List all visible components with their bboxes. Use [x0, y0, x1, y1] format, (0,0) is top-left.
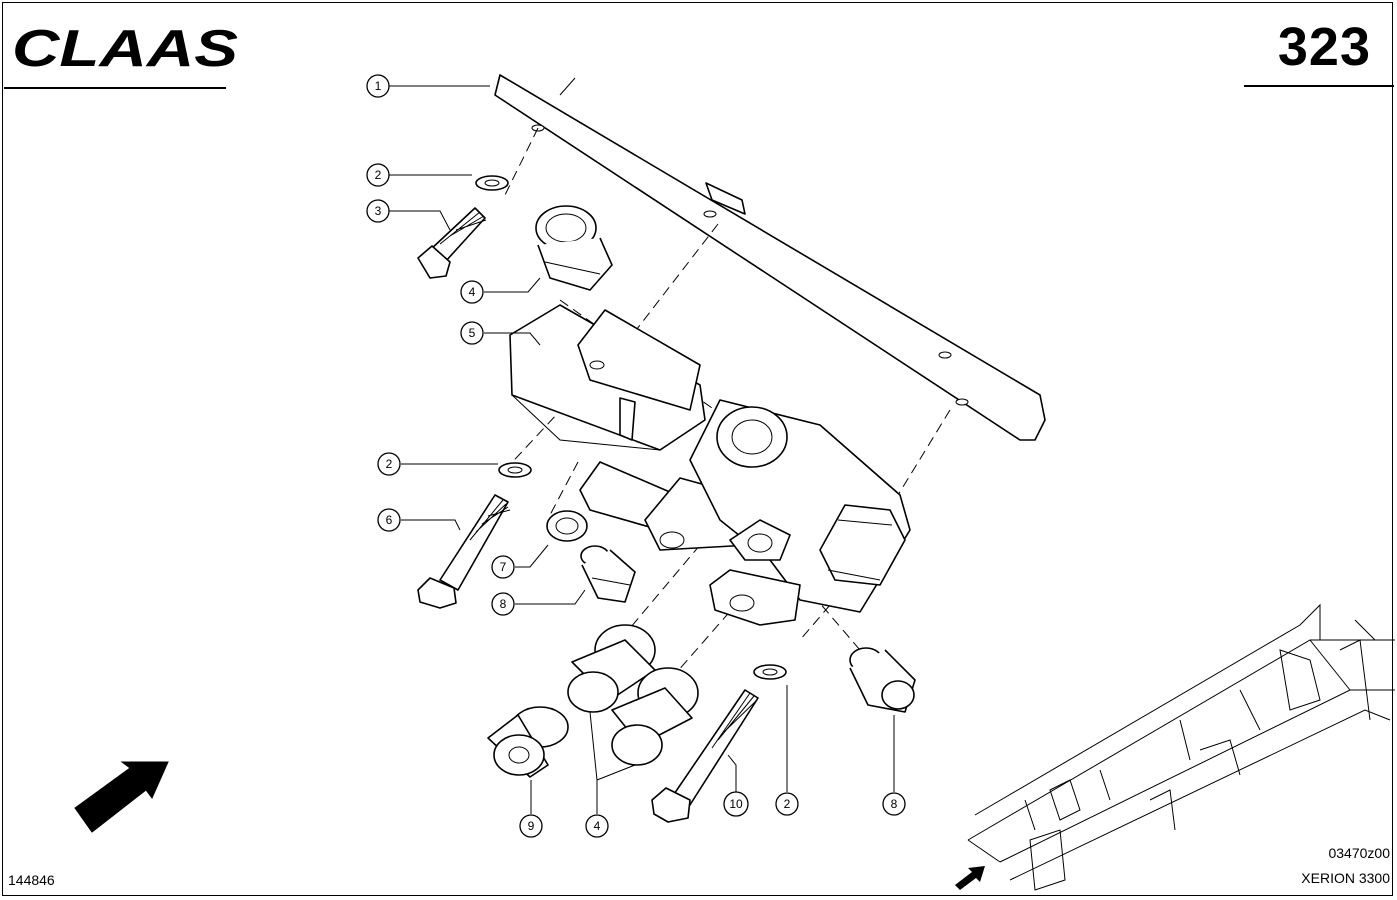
- washer-top: [475, 175, 509, 191]
- bolt-lower: [651, 689, 759, 823]
- callout-1: 1: [366, 74, 390, 98]
- callout-8-right: 8: [882, 792, 906, 816]
- callout-number: 1: [375, 79, 382, 93]
- reference-code: 03470z00: [1328, 845, 1390, 861]
- callout-2-top: 2: [366, 163, 390, 187]
- header-rule-right: [1244, 85, 1394, 87]
- callout-3: 3: [366, 199, 390, 223]
- chassis-location-thumbnail: [955, 603, 1395, 891]
- machine-model: XERION 3300: [1301, 870, 1390, 886]
- callout-number: 5: [469, 326, 476, 340]
- callout-7: 7: [491, 555, 515, 579]
- fitting-middle: [580, 545, 636, 603]
- brand-logo-text: CLAAS: [12, 20, 238, 78]
- callout-number: 2: [784, 797, 791, 811]
- callout-4-top: 4: [460, 280, 484, 304]
- callout-5: 5: [460, 321, 484, 345]
- fittings-lower: [567, 624, 699, 766]
- callout-number: 4: [594, 819, 601, 833]
- drawing-id: 144846: [8, 872, 55, 888]
- callout-number: 2: [386, 457, 393, 471]
- callout-9: 9: [519, 814, 543, 838]
- plug: [487, 706, 569, 778]
- claas-logo: CLAAS: [12, 20, 238, 78]
- callout-number: 2: [375, 168, 382, 182]
- callout-10: 10: [723, 791, 749, 817]
- bolt-long: [417, 494, 511, 609]
- header-rule-left: [4, 87, 226, 89]
- fitting-upper: [535, 205, 613, 291]
- callout-number: 9: [528, 819, 535, 833]
- callout-8-middle: 8: [491, 592, 515, 616]
- callout-number: 6: [386, 513, 393, 527]
- location-arrow-icon: [955, 866, 985, 890]
- direction-arrow-icon: [74, 761, 169, 833]
- mounting-plate: [494, 74, 1046, 441]
- callout-2-middle: 2: [377, 452, 401, 476]
- callout-number: 3: [375, 204, 382, 218]
- bolt-short: [417, 207, 487, 279]
- callout-6: 6: [377, 508, 401, 532]
- callout-4-bottom: 4: [585, 814, 609, 838]
- leader-lines: [389, 85, 895, 814]
- callout-number: 10: [729, 797, 743, 811]
- callout-number: 8: [891, 797, 898, 811]
- callout-number: 7: [500, 560, 507, 574]
- washer-bottom: [753, 664, 787, 680]
- callout-2-bottom: 2: [775, 792, 799, 816]
- callout-number: 8: [500, 597, 507, 611]
- seal-ring: [546, 510, 588, 542]
- callout-number: 4: [469, 285, 476, 299]
- page-number: 323: [1277, 17, 1371, 77]
- washer-middle: [498, 462, 532, 478]
- valve-block: [509, 304, 911, 626]
- fitting-right: [849, 647, 916, 713]
